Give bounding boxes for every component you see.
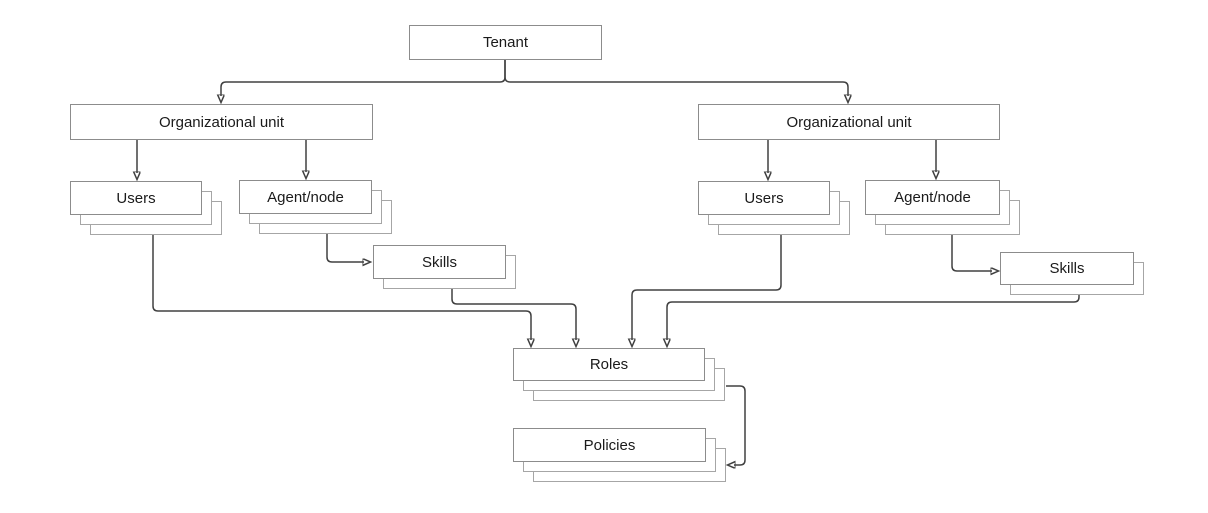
edge-agent-right-to-skills-right	[951, 235, 992, 271]
node-users-left: Users	[70, 181, 222, 235]
node-organizational-unit-right-label: Organizational unit	[698, 104, 1000, 140]
node-agent-node-right-label: Agent/node	[865, 180, 1000, 215]
node-skills-right: Skills	[1000, 252, 1144, 295]
node-policies: Policies	[513, 428, 726, 482]
node-skills-left: Skills	[373, 245, 516, 289]
node-tenant: Tenant	[409, 25, 602, 60]
edge-agent-left-to-skills-left	[326, 234, 364, 262]
node-organizational-unit-left-label: Organizational unit	[70, 104, 373, 140]
node-agent-node-left: Agent/node	[239, 180, 392, 234]
node-organizational-unit-right: Organizational unit	[698, 104, 1000, 140]
node-roles: Roles	[513, 348, 725, 401]
node-tenant-label: Tenant	[409, 25, 602, 60]
edge-tenant-to-ou-left	[221, 60, 506, 96]
node-skills-right-label: Skills	[1000, 252, 1134, 285]
edge-skills-right-to-roles	[667, 295, 1080, 340]
node-users-right: Users	[698, 181, 850, 235]
edge-users-right-to-roles	[632, 235, 782, 340]
node-users-right-label: Users	[698, 181, 830, 215]
node-users-left-label: Users	[70, 181, 202, 215]
node-policies-label: Policies	[513, 428, 706, 462]
node-roles-label: Roles	[513, 348, 705, 381]
edge-tenant-to-ou-right	[504, 60, 848, 96]
edge-skills-left-to-roles	[451, 289, 576, 340]
node-skills-left-label: Skills	[373, 245, 506, 279]
node-agent-node-left-label: Agent/node	[239, 180, 372, 214]
edge-roles-to-policies	[726, 385, 746, 465]
node-organizational-unit-left: Organizational unit	[70, 104, 373, 140]
node-agent-node-right: Agent/node	[865, 180, 1020, 235]
